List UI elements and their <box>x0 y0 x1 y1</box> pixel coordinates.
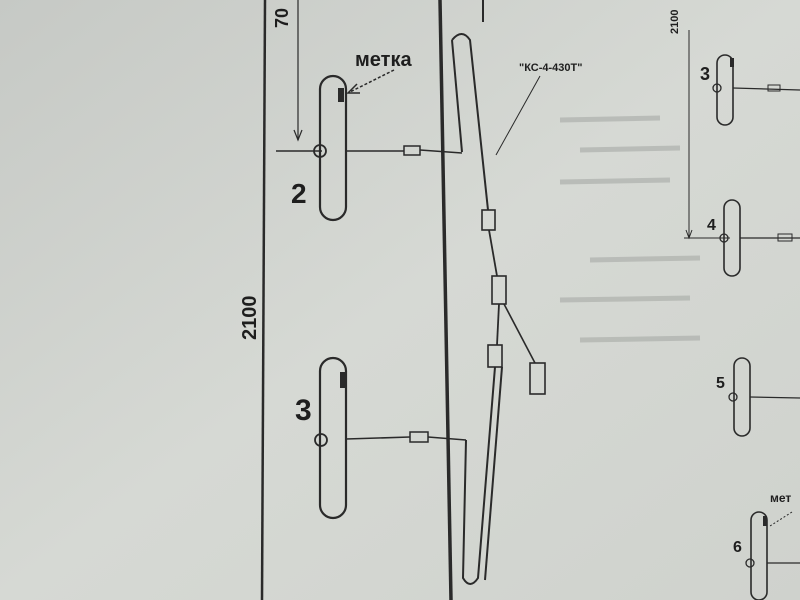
right-sensor-label-3: 3 <box>700 64 710 84</box>
sensor-label-3: 3 <box>295 394 312 427</box>
right-marker-label: мет <box>770 491 791 505</box>
cable-loop <box>451 33 546 585</box>
center-border-line <box>438 0 453 600</box>
sensor-2 <box>276 74 463 222</box>
right-sensor-label-5: 5 <box>716 375 725 392</box>
dimension-label-70: 70 <box>272 8 292 28</box>
right-sensor-6 <box>745 511 800 600</box>
marker-arrowhead <box>346 83 360 94</box>
dimension-label-2100: 2100 <box>239 296 261 341</box>
sensor-label-2: 2 <box>291 178 307 209</box>
right-sensor-5 <box>728 357 800 437</box>
cable-leader-line <box>495 75 541 156</box>
right-dimension-label: 2100 <box>669 10 681 34</box>
dimension-arrow <box>293 129 303 142</box>
right-sensor-4 <box>719 199 800 277</box>
right-sensor-label-6: 6 <box>733 539 742 556</box>
marker-label: метка <box>355 49 412 71</box>
right-sensor-label-4: 4 <box>707 217 716 234</box>
left-border-line <box>260 0 267 600</box>
cable-label: "КС-4-430Т" <box>519 62 582 74</box>
right-sensor-3 <box>712 54 800 126</box>
sensor-3 <box>314 356 467 520</box>
marker-arrow <box>349 69 395 93</box>
background-text-lines <box>559 115 701 343</box>
